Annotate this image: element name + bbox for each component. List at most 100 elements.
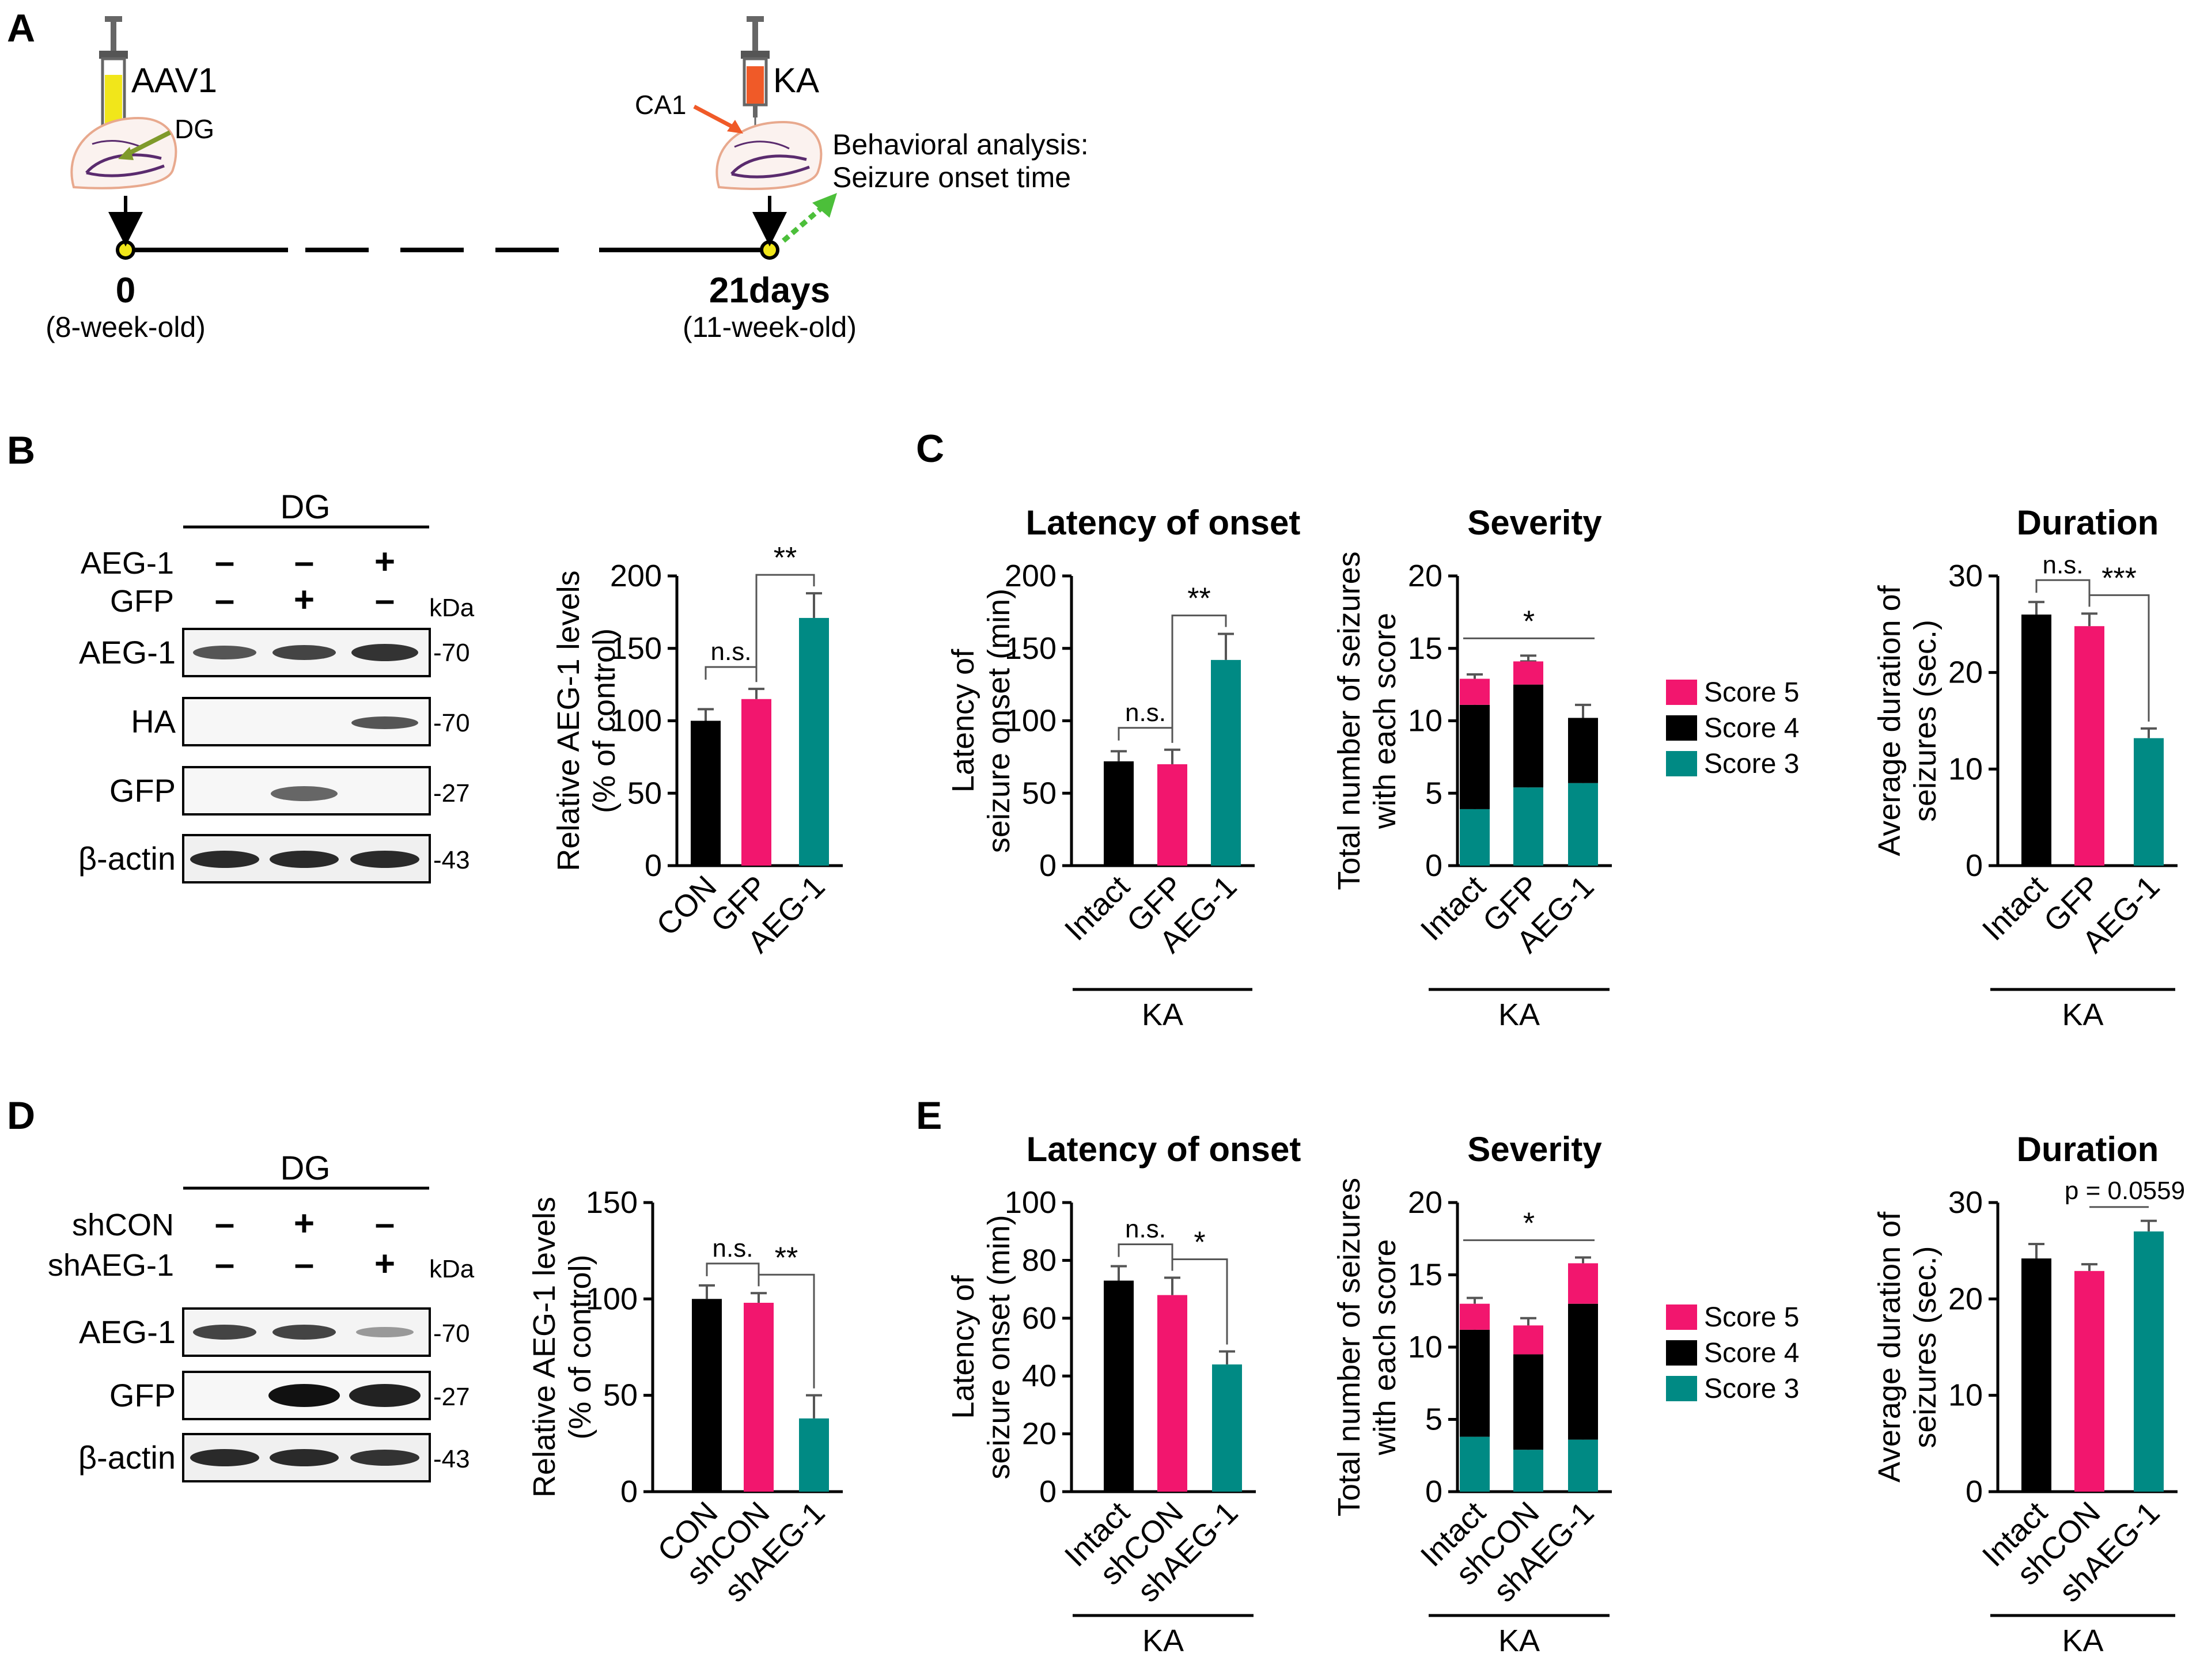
blot-d-size-1: -70: [433, 1319, 470, 1348]
y-tick-label: 50: [627, 776, 662, 810]
bar-intact: [2021, 1258, 2051, 1492]
group-label: KA: [2062, 1624, 2103, 1658]
y-tick-label: 50: [1022, 776, 1057, 810]
timepoint-0-marker: [116, 240, 135, 260]
legend-label: Score 3: [1704, 749, 1799, 779]
panel-label-d: D: [7, 1094, 35, 1137]
y-tick-label: 150: [610, 631, 662, 666]
blot-d-name-2: GFP: [109, 1377, 176, 1413]
chart-title: Duration: [2017, 1130, 2159, 1169]
significance-bracket: [1171, 615, 1227, 743]
stacked-bar-score-4: [1568, 718, 1598, 783]
bar-shaeg-1: [799, 1418, 829, 1492]
panel-a: A 0 (8-week-old) 21days (11-week-old) AA…: [7, 6, 1089, 343]
y-axis-label-line2: with each score: [1368, 1239, 1402, 1455]
y-tick-label: 200: [1005, 559, 1057, 593]
blot-d-sign-2-2: –: [294, 1244, 314, 1284]
chart-title: Duration: [2017, 503, 2159, 542]
y-tick-label: 60: [1022, 1301, 1057, 1336]
bar-shcon: [1157, 1295, 1187, 1492]
y-tick-label: 100: [1005, 704, 1057, 738]
stacked-bar-score-4: [1513, 1354, 1543, 1450]
label-dg: DG: [175, 114, 214, 144]
blot-b-size-2: -70: [433, 709, 470, 737]
bar-shcon: [744, 1303, 774, 1492]
blot-b-row-label-1: AEG-1: [81, 546, 174, 581]
significance-label: *: [1523, 605, 1535, 638]
significance-bracket: [755, 574, 815, 682]
significance-bracket: [1118, 727, 1173, 743]
legend-swatch: [1666, 1340, 1697, 1366]
blot-d-row-label-1: shCON: [72, 1208, 174, 1242]
blot-b-sign-1-1: –: [215, 542, 234, 582]
y-axis-label-line2: seizures (sec.): [1908, 1246, 1942, 1448]
stacked-bar-score-4: [1460, 704, 1490, 809]
timepoint-21-label: 21days: [709, 271, 830, 310]
x-tick-label: Intact: [1058, 869, 1137, 947]
chart-title: Severity: [1467, 503, 1602, 542]
stacked-bar-score-3: [1460, 809, 1490, 866]
panel-label-e: E: [916, 1094, 942, 1137]
bar-intact: [2021, 615, 2051, 866]
blot-d-sign-1-3: –: [375, 1204, 395, 1243]
timepoint-0-label: 0: [116, 271, 135, 310]
bar-gfp: [2074, 626, 2104, 866]
y-axis-label-line1: Relative AEG-1 levels: [551, 570, 586, 871]
significance-label: n.s.: [711, 638, 752, 666]
significance-bracket: [758, 1273, 815, 1389]
y-tick-label: 0: [620, 1474, 638, 1509]
significance-label: n.s.: [2043, 551, 2084, 579]
y-tick-label: 0: [1425, 848, 1442, 883]
y-axis-label-line2: seizure onset (min): [982, 589, 1016, 853]
blot-b-name-2: HA: [131, 703, 176, 739]
y-tick-label: 5: [1425, 1402, 1442, 1437]
blot-b-row-label-2: GFP: [110, 584, 174, 619]
blot-d-kda-label: kDa: [429, 1255, 475, 1283]
y-tick-label: 0: [645, 848, 662, 883]
y-tick-label: 100: [1005, 1185, 1057, 1220]
blot-d-sign-2-1: –: [215, 1244, 234, 1284]
significance-label: n.s.: [1125, 1215, 1166, 1243]
group-label: KA: [2062, 998, 2103, 1032]
stacked-bar-score-5: [1513, 1325, 1543, 1355]
y-tick-label: 0: [1039, 1474, 1057, 1509]
bar-shcon: [2074, 1271, 2104, 1492]
bar-gfp: [741, 699, 771, 866]
stacked-bar-score-3: [1460, 1436, 1490, 1492]
behavior-label-2: Seizure onset time: [832, 161, 1071, 194]
blot-d-sign-2-3: +: [374, 1244, 395, 1284]
stacked-bar-score-3: [1513, 787, 1543, 866]
blot-b-name-3: GFP: [109, 772, 176, 809]
chart-title: Latency of onset: [1026, 503, 1301, 542]
y-axis-label-line1: Total number of seizures: [1332, 1178, 1366, 1516]
y-tick-label: 50: [603, 1378, 638, 1413]
y-tick-label: 30: [1948, 559, 1983, 593]
ca1-arrow: [693, 104, 736, 130]
panel-label-c: C: [916, 427, 944, 471]
blot-b-sign-1-3: +: [374, 542, 395, 582]
group-label: KA: [1498, 1624, 1540, 1658]
blot-b-kda-label: kDa: [429, 594, 475, 622]
legend-label: Score 5: [1704, 1302, 1799, 1333]
significance-label: ***: [2101, 562, 2137, 595]
x-tick-label: Intact: [1976, 869, 2054, 947]
y-tick-label: 20: [1948, 655, 1983, 690]
blot-d-sign-1-2: +: [294, 1204, 315, 1243]
blot-b-size-3: -27: [433, 779, 470, 807]
p-value-label: p = 0.0559: [2065, 1177, 2185, 1205]
legend-label: Score 4: [1704, 713, 1799, 744]
legend-swatch: [1666, 1376, 1697, 1401]
legend-swatch: [1666, 751, 1697, 776]
stacked-bar-score-5: [1513, 661, 1543, 685]
stacked-bar-score-4: [1568, 1303, 1598, 1440]
y-tick-label: 150: [586, 1185, 638, 1220]
stacked-bar-score-5: [1460, 1303, 1490, 1330]
bar-shaeg-1: [2134, 1231, 2164, 1492]
y-axis-label-line2: (% of control): [587, 628, 622, 813]
bar-aeg-1: [1211, 659, 1241, 866]
